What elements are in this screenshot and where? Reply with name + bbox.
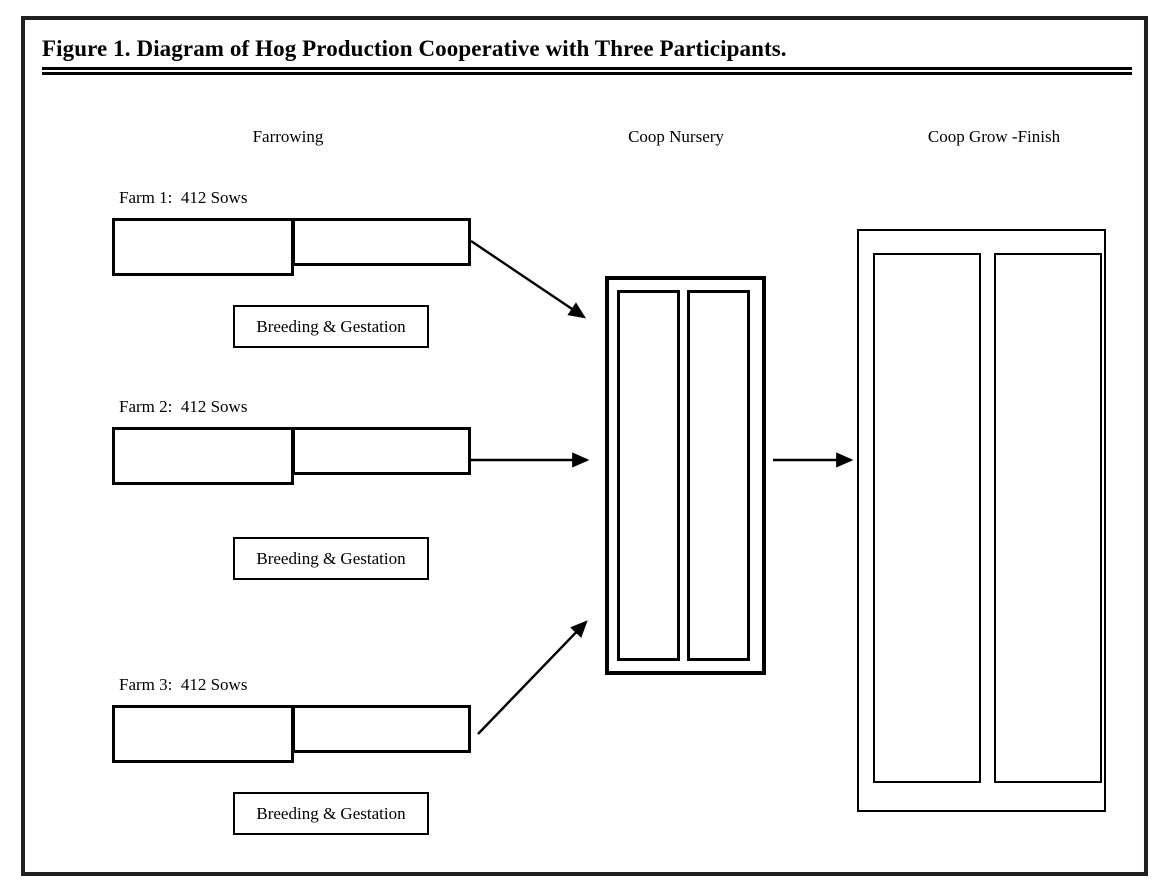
figure-title: Figure 1. Diagram of Hog Production Coop… <box>42 36 787 61</box>
farrowing-barn-3-right <box>292 705 471 753</box>
coop-grow-finish-building <box>857 229 1106 812</box>
coop-grow-finish-barn-2 <box>994 253 1102 783</box>
column-header-coop-grow-finish: Coop Grow -Finish <box>927 127 1061 146</box>
breeding-gestation-label-1: Breeding & Gestation <box>256 316 406 336</box>
breeding-gestation-label-2: Breeding & Gestation <box>256 548 406 568</box>
coop-nursery-building <box>605 276 766 675</box>
farrowing-barn-1-right <box>292 218 471 266</box>
title-rule-lower <box>42 72 1132 76</box>
coop-nursery-barn-1 <box>617 290 680 661</box>
breeding-gestation-box-3: Breeding & Gestation <box>233 792 429 835</box>
coop-grow-finish-barn-1 <box>873 253 981 783</box>
coop-nursery-barn-2 <box>687 290 750 661</box>
breeding-gestation-box-2: Breeding & Gestation <box>233 537 429 580</box>
title-rule-upper <box>42 67 1132 71</box>
farrowing-barn-1-left <box>112 218 294 276</box>
breeding-gestation-box-1: Breeding & Gestation <box>233 305 429 348</box>
figure-title-block: Figure 1. Diagram of Hog Production Coop… <box>42 36 1132 76</box>
farm-label-2: Farm 2: 412 Sows <box>119 397 248 416</box>
farm-label-1: Farm 1: 412 Sows <box>119 188 248 207</box>
breeding-gestation-label-3: Breeding & Gestation <box>256 803 406 823</box>
farrowing-barn-2-right <box>292 427 471 475</box>
farrowing-barn-2-left <box>112 427 294 485</box>
farrowing-barn-3-left <box>112 705 294 763</box>
farm-label-3: Farm 3: 412 Sows <box>119 675 248 694</box>
column-header-coop-nursery: Coop Nursery <box>628 127 724 146</box>
column-header-farrowing: Farrowing <box>252 127 324 146</box>
